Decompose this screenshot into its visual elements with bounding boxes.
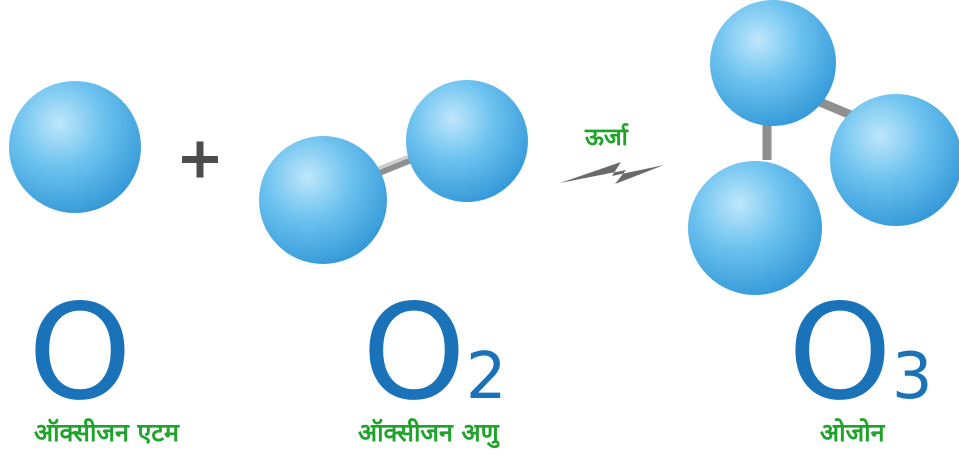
formula-oxygen-molecule: O2 [362,287,507,419]
oxygen-molecule [259,80,528,264]
plus-icon [182,141,218,178]
oxygen-atom [406,80,528,202]
label-oxygen-atom: ऑक्सीजन एटम [34,418,179,447]
oxygen-atom [259,136,387,264]
formula-oxygen-atom: O [28,287,132,419]
oxygen-atom [688,161,822,295]
element-symbol: O [28,276,132,430]
energy-label: ऊर्जा [585,123,628,151]
formula-ozone: O3 [788,287,933,419]
oxygen-atom [9,81,141,213]
label-oxygen-molecule: ऑक्सीजन अणु [358,418,499,447]
lightning-icon [560,162,664,184]
element-symbol: O [362,276,466,430]
ozone-molecule [688,0,959,295]
oxygen-atom [830,94,959,226]
subscript: 2 [465,340,507,414]
label-ozone: ओजोन [820,418,885,447]
oxygen-atom [710,0,836,126]
subscript: 3 [891,340,933,414]
element-symbol: O [788,276,892,430]
